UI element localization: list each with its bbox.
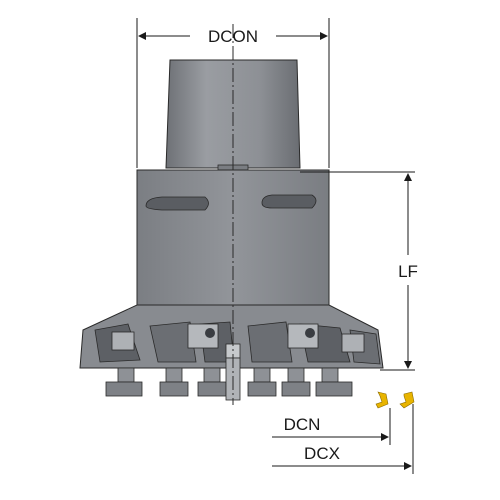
dcn-label: DCN [284, 415, 321, 434]
insert-edge-left-icon [375, 391, 389, 409]
dcon-label: DCON [208, 27, 258, 46]
insert-edge-icons [375, 391, 415, 409]
dcx-label: DCX [304, 444, 340, 463]
dcn-dimension: DCN [272, 408, 391, 445]
lf-dimension: LF [300, 171, 418, 371]
cutter-body [136, 169, 330, 306]
drive-slot-left [145, 196, 209, 211]
lf-label: LF [398, 262, 418, 281]
insert-edge-right-icon [399, 391, 415, 409]
dcon-dimension: DCON [136, 18, 330, 168]
dcx-dimension: DCX [272, 404, 414, 474]
cutter-head [79, 304, 384, 369]
drive-slot-right [261, 194, 317, 209]
